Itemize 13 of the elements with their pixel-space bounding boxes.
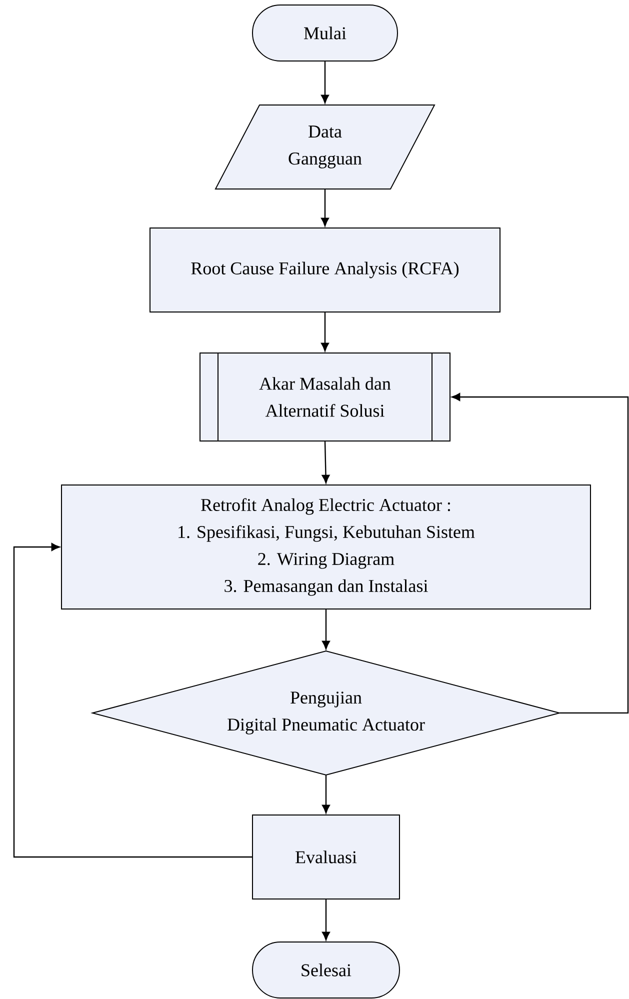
arrow [321,312,329,352]
arrow [322,775,330,814]
arrow [322,609,330,650]
process-box: Root Cause Failure Analysis (RCFA) [150,228,500,312]
subprocess-box: Akar Masalah dan Alternatif Solusi [200,352,450,442]
arrow [13,543,252,858]
arrow [322,441,330,484]
arrow [321,189,329,226]
arrow [452,393,629,714]
process-box: Retrofit Analog Electric Actuator : 1. Spesifikasi, Fungsi, Kebutuhan Sistem 2. Wiring Diagram 3. Pemasangan dan Instalasi [61,484,591,610]
arrow [321,61,329,104]
process-box: Evaluasi [252,814,400,900]
arrow [322,899,330,940]
